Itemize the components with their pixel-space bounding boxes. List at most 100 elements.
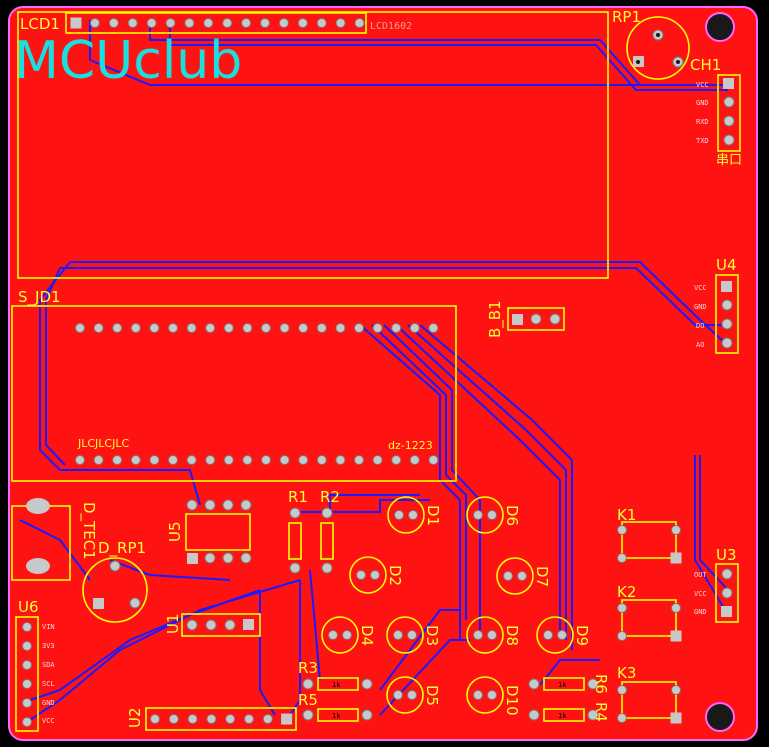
sjd1-bottom-pin-pad <box>223 455 234 465</box>
lcd1-pin-pad <box>278 18 289 28</box>
sjd1-bottom-pin-pad <box>242 455 253 465</box>
u3-ref: U3 <box>716 546 737 564</box>
u3-pin-vcc: VCC <box>694 590 707 598</box>
sjd1-top-pin-pad <box>354 323 364 333</box>
led-pad <box>393 690 403 700</box>
sjd1-bottom-pin-pad <box>261 455 271 465</box>
led-ref: D9 <box>573 625 591 646</box>
led-pad <box>487 630 497 640</box>
led-pad <box>407 690 417 700</box>
drp1-potentiometer: D_RP1 <box>82 539 148 623</box>
u3-pin-gnd: GND <box>694 608 707 616</box>
dtec1-power-jack: D_TEC1 <box>11 498 98 581</box>
key-pad <box>617 603 627 613</box>
led-pad <box>408 510 418 520</box>
drp1-ref: D_RP1 <box>98 539 146 558</box>
sjd1-bottom-pin-pad <box>298 455 309 465</box>
sjd1-bottom-pin-pad <box>205 455 216 465</box>
sjd1-bottom-pin-pad <box>93 455 104 465</box>
key-pad <box>671 685 681 695</box>
sjd1-top-pin-pad <box>316 323 327 333</box>
ch1-pin-gnd: GND <box>696 99 709 107</box>
led-ref: D8 <box>503 625 521 646</box>
led-d4: D4 <box>321 616 376 654</box>
led-d7: D7 <box>496 557 551 595</box>
lcd1-pin-pad <box>89 18 100 28</box>
dtec1-ref: D_TEC1 <box>79 502 98 560</box>
led-pad <box>557 630 567 640</box>
serial-label: 串口 <box>716 153 742 168</box>
lcd1-pin-pad <box>354 18 365 28</box>
led-ref: D4 <box>358 625 376 646</box>
k3-ref: K3 <box>617 664 636 682</box>
sjd1-top-pin-pad <box>186 323 197 333</box>
lcd1-pin-pad <box>127 18 138 28</box>
u6-pin-pad <box>22 660 32 670</box>
board-outline <box>8 6 758 741</box>
ch1-pin-vcc: VCC <box>696 81 709 89</box>
k1-ref: K1 <box>617 506 636 524</box>
ch1-ref: CH1 <box>690 56 721 74</box>
r2-resistor: R2 <box>320 488 340 574</box>
key-pad <box>617 631 627 641</box>
u6-pin-gnd: GND <box>42 699 55 707</box>
led-d6: D6 <box>466 496 521 534</box>
u6-pin-pad <box>22 717 32 727</box>
ch1-pin-txd: TXD <box>696 137 709 145</box>
ch1-serial-header: CH1 VCC GND RXD TXD 串口 <box>690 56 742 168</box>
u6-pin-sda: SDA <box>42 661 55 669</box>
sjd1-ref: S_JD1 <box>18 288 61 307</box>
u6-ref: U6 <box>18 598 39 616</box>
led-pad <box>543 630 553 640</box>
sjd1-top-pin-pad <box>223 323 234 333</box>
sjd1-bottom-pin-pad <box>428 455 439 465</box>
lcd1602-label: LCD1602 <box>370 21 412 32</box>
sjd1-mcu-module: S_JD1 JLCJLCJLC dz-1223 <box>11 288 457 482</box>
led-pad <box>394 510 404 520</box>
key-pad <box>617 713 627 723</box>
ch1-pin-rxd: RXD <box>696 118 709 126</box>
k2-ref: K2 <box>617 583 636 601</box>
sjd1-top-pin-pad <box>149 323 160 333</box>
led-ref: D3 <box>423 625 441 646</box>
r3-resistor: 1k R3 <box>298 659 373 691</box>
lcd1-pin-pad <box>316 18 327 28</box>
led-pad <box>473 510 483 520</box>
u2-pin-pad <box>244 714 254 724</box>
lcd1-pin-pad <box>297 18 308 28</box>
u2-pin-pad <box>168 714 179 724</box>
sjd1-bottom-pin-pad <box>335 455 346 465</box>
sjd1-bottom-pin-pad <box>409 455 420 465</box>
u6-pin-pad <box>22 622 32 632</box>
r6-resistor: 1k R6 <box>528 674 610 694</box>
led-pad <box>503 571 513 581</box>
lcd1-pin-pad <box>222 18 233 28</box>
sjd1-top-pin-pad <box>335 323 346 333</box>
led-d2: D2 <box>349 556 404 594</box>
sjd1-top-pin-pad <box>428 323 439 333</box>
r3-ref: R3 <box>298 659 318 677</box>
u2-header: U2 <box>126 707 297 731</box>
key-pad <box>617 685 627 695</box>
u2-pin-pad <box>187 714 198 724</box>
key-pad <box>670 630 682 642</box>
r3-value: 1k <box>332 681 341 689</box>
u4-pin-do: DO <box>696 322 704 330</box>
u6-pin-3v3: 3V3 <box>42 642 55 650</box>
led-d8: D8 <box>466 616 521 654</box>
key-switch <box>617 521 682 564</box>
u5-ref: U5 <box>166 521 184 542</box>
u6-pin-vin: VIN <box>42 623 55 631</box>
sjd1-top-pin-pad <box>75 323 85 333</box>
r6-ref: R6 <box>592 674 610 694</box>
mounting-hole-tr <box>705 12 735 42</box>
r5-value: 1k <box>332 712 341 720</box>
r4-value: 1k <box>558 712 567 720</box>
u4-pin-gnd: GND <box>694 303 707 311</box>
sjd1-top-pin-pad <box>409 323 420 333</box>
lcd1-footprint: LCD1 LCD1602 <box>17 11 609 279</box>
u2-pin-pad <box>225 714 236 724</box>
sjd1-bottom-pin-pad <box>149 455 160 465</box>
led-d3: D3 <box>386 616 441 654</box>
